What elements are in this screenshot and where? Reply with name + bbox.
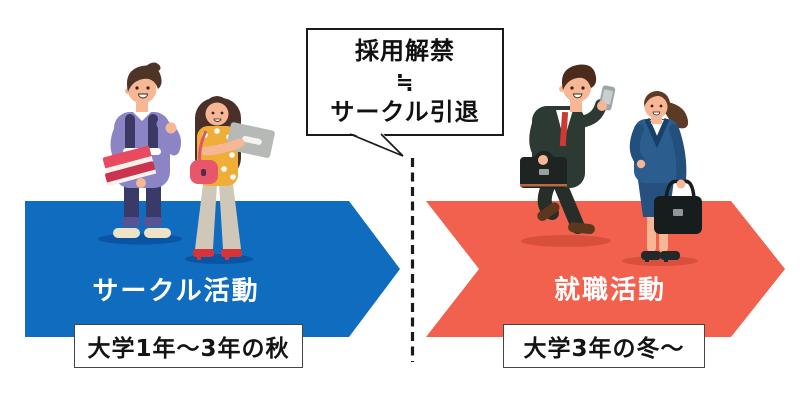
phone-screen [601,89,613,105]
businessman-shoe [537,202,560,222]
right-period-box: 大学3年の冬～ [503,324,705,368]
red-heel-spike [197,254,201,260]
businessman-shoe [568,222,595,235]
speech-bubble: 採用解禁 ≒ サークル引退 [306,28,504,136]
eye [211,111,215,115]
businessman-shadow [521,235,611,247]
businesswoman-arm [669,124,687,185]
left-period-box: 大学1年～3年の秋 [74,324,303,368]
student-male-sneaker [144,228,171,238]
left-arrow-title: サークル活動 [92,276,260,307]
books-stack [102,145,157,187]
student-male-leg [124,180,139,224]
student-male-cuff [122,217,140,227]
bubble-line-1: 採用解禁 [355,37,455,65]
businesswoman-neck [651,114,662,124]
eye [146,86,150,90]
businessman-hand [597,101,607,111]
businesswoman-jacket [634,119,679,183]
student-male-hand [136,178,146,188]
red-heel-spike [225,254,229,260]
bubble-tail-outline [349,133,404,157]
businesswoman-heel-spike [645,257,649,262]
businesswoman-ponytail [665,102,689,129]
laptop-slot [242,135,262,145]
briefcase-clasp [539,169,549,175]
student-male-leg [146,180,161,224]
eye [650,104,654,108]
businesswoman-leg [647,214,656,252]
student-male-hair-quiff [146,62,161,72]
businessman-hair [561,64,597,90]
smile [213,118,222,122]
student-female-face [205,102,229,126]
student-female-forearm [201,138,245,156]
approx-equal-symbol: ≒ [395,70,415,94]
student-male-cuff [144,217,162,227]
businesswoman-hand [676,179,686,189]
businesswoman-lapels [644,118,670,149]
smile [652,111,661,116]
bubble-line-3: サークル引退 [330,98,480,126]
businessman-illustration [520,64,616,235]
businessman-leg [553,177,585,234]
eye [581,86,585,90]
right-arrow-title: 就職活動 [553,275,667,306]
businessman-face [563,74,591,102]
bag-clasp [201,169,206,176]
student-male-hair [126,65,162,92]
businesswoman-illustration [629,91,702,262]
businesswoman-face [644,95,668,119]
book-pages [105,155,154,175]
book [105,161,156,185]
student-male-sneaker [113,228,140,238]
tshirt-collar [133,112,151,121]
student-male-fist [165,122,177,134]
book-pages [106,169,157,187]
businessman-hand [538,155,548,165]
businesswoman-heel-spike [664,257,668,262]
backpack-strap [125,114,135,152]
bag-clasp [673,209,683,216]
student-female-illustration [190,96,275,260]
job-hunting-arrow [426,201,785,337]
businesswoman-arm [629,124,645,166]
eye [659,104,663,108]
businesswoman-hand [636,159,646,169]
eye [220,111,224,115]
backpack-strap [148,114,158,152]
student-female-pants [219,184,241,249]
businessman-neck [570,100,582,112]
right-period-label: 大学3年の冬～ [523,336,685,362]
briefcase-handle [534,150,554,160]
smile [138,93,148,99]
student-female-hair-front [204,96,230,112]
book [102,145,152,169]
bag-strap [198,130,208,163]
businessman-tie [559,111,569,147]
eye [135,86,139,90]
eye [570,86,574,90]
student-male-illustration [102,62,181,238]
student-female-pants [195,184,217,249]
left-period-label: 大学1年～3年の秋 [87,336,290,362]
smile [573,93,583,99]
businesswoman-hair-front [644,92,668,105]
laptop [226,122,275,158]
briefcase-trim [520,184,567,187]
student-male-arm [156,118,181,156]
